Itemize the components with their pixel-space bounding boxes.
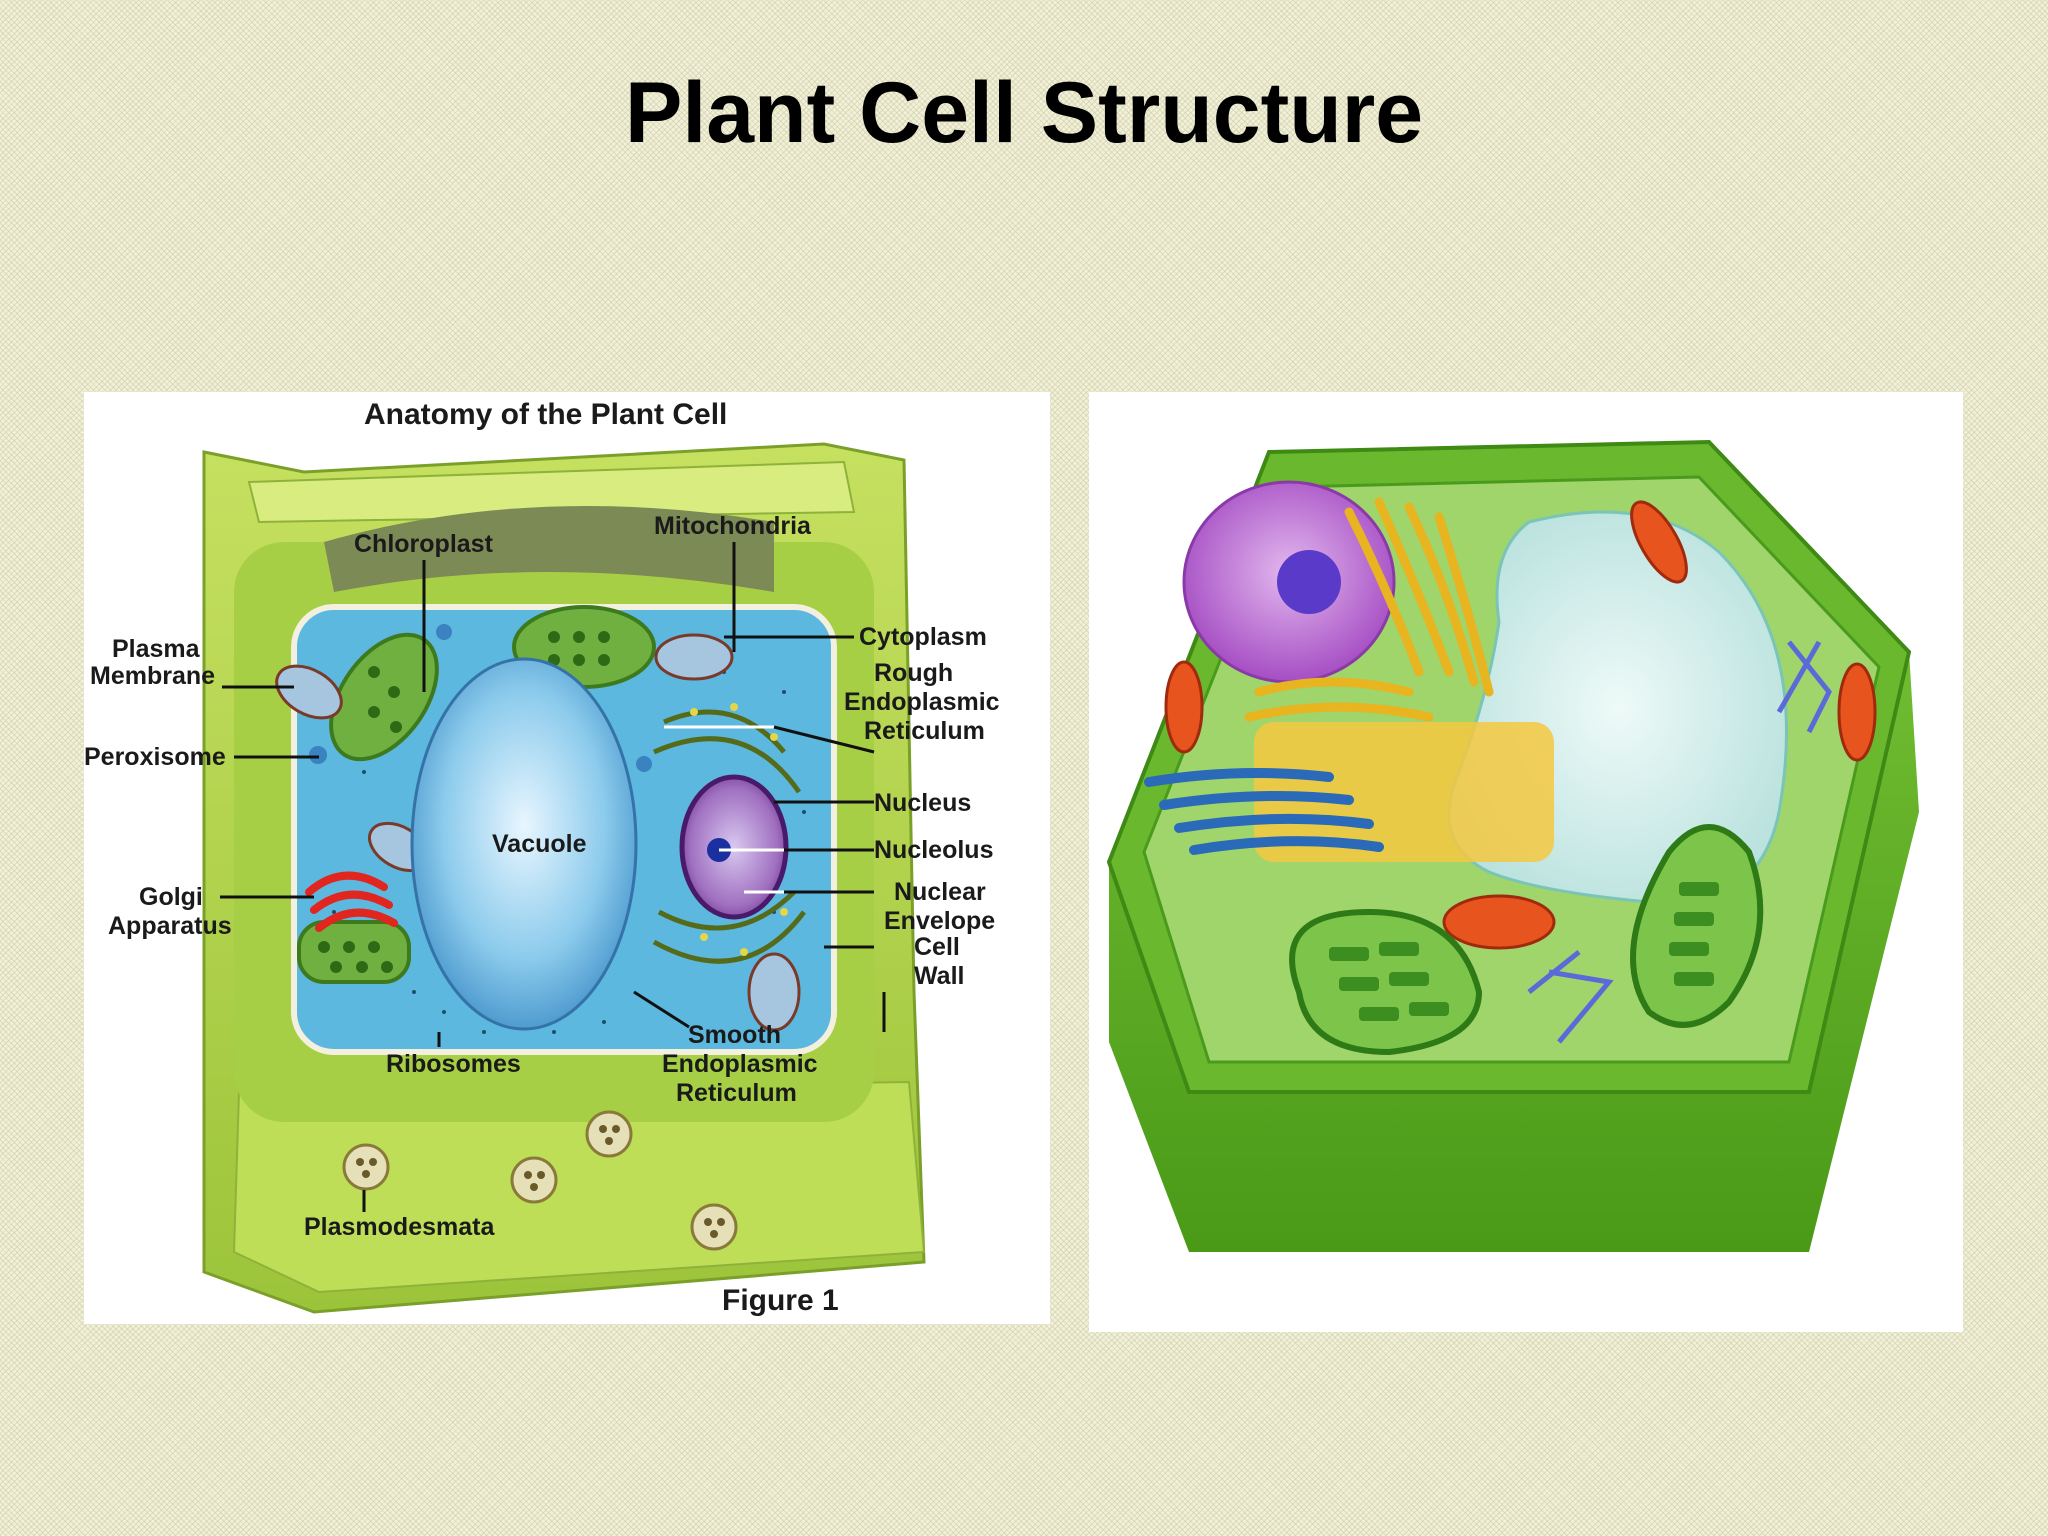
plant-cell-anatomy-figure: Anatomy of the Plant Cell Chloroplast Mi…: [84, 392, 1050, 1324]
label-ribosomes: Ribosomes: [386, 1050, 521, 1078]
label-mitochondria: Mitochondria: [654, 512, 812, 540]
golgi-apparatus-shape: [1254, 722, 1554, 862]
plant-cell-anatomy-diagram: Anatomy of the Plant Cell Chloroplast Mi…: [84, 398, 1000, 1317]
label-plasma-membrane-line1: Plasma: [112, 635, 201, 663]
peroxisome-shape: [309, 624, 652, 772]
label-nuclear-envelope-line2: Envelope: [884, 907, 995, 935]
label-nucleus: Nucleus: [874, 789, 971, 817]
plant-cell-illustration: [1089, 392, 1963, 1332]
vacuole-shape: [410, 657, 638, 1031]
label-golgi-line2: Apparatus: [108, 912, 232, 940]
figure-caption: Figure 1: [722, 1284, 839, 1317]
endoplasmic-reticulum-shape: [1244, 497, 1494, 722]
mitochondria-shape: [1164, 500, 1877, 950]
label-cell-wall-line1: Cell: [914, 933, 960, 961]
slide-title: Plant Cell Structure: [624, 65, 1424, 161]
nucleolus-shape: [1277, 550, 1341, 614]
label-nuclear-envelope-line1: Nuclear: [894, 878, 986, 906]
label-golgi-line1: Golgi: [139, 883, 203, 911]
label-vacuole: Vacuole: [492, 830, 587, 858]
label-nucleolus: Nucleolus: [874, 836, 993, 864]
label-smooth-er-line1: Smooth: [688, 1021, 781, 1049]
label-smooth-er-line3: Reticulum: [676, 1079, 797, 1107]
label-peroxisome: Peroxisome: [84, 743, 226, 771]
rough-er-ribosomes: [690, 703, 788, 956]
label-rough-er-line1: Rough: [874, 659, 953, 687]
rough-er-shape: [1144, 768, 1384, 855]
nucleus-shape: [679, 774, 789, 920]
label-plasma-membrane-line2: Membrane: [90, 662, 215, 690]
label-rough-er-line3: Reticulum: [864, 717, 985, 745]
figure-title: Anatomy of the Plant Cell: [364, 398, 727, 431]
golgi-apparatus-shape: [305, 871, 398, 932]
plasmodesmata-shape: [342, 1110, 738, 1251]
label-rough-er-line2: Endoplasmic: [844, 688, 1000, 716]
label-cell-wall-line2: Wall: [914, 962, 964, 990]
label-leader-lines: [220, 542, 886, 1212]
cell-back-wall-shadow: [324, 506, 774, 592]
label-cytoplasm: Cytoplasm: [859, 623, 987, 651]
label-smooth-er-line2: Endoplasmic: [662, 1050, 818, 1078]
label-chloroplast: Chloroplast: [354, 530, 494, 558]
plant-cell-3d-illustration: [1106, 439, 1919, 1252]
label-plasmodesmata: Plasmodesmata: [304, 1213, 495, 1241]
chloroplast-shape: [1289, 824, 1764, 1056]
cytoskeleton-shape: [1527, 640, 1832, 1044]
chloroplast-shape: [297, 605, 656, 984]
